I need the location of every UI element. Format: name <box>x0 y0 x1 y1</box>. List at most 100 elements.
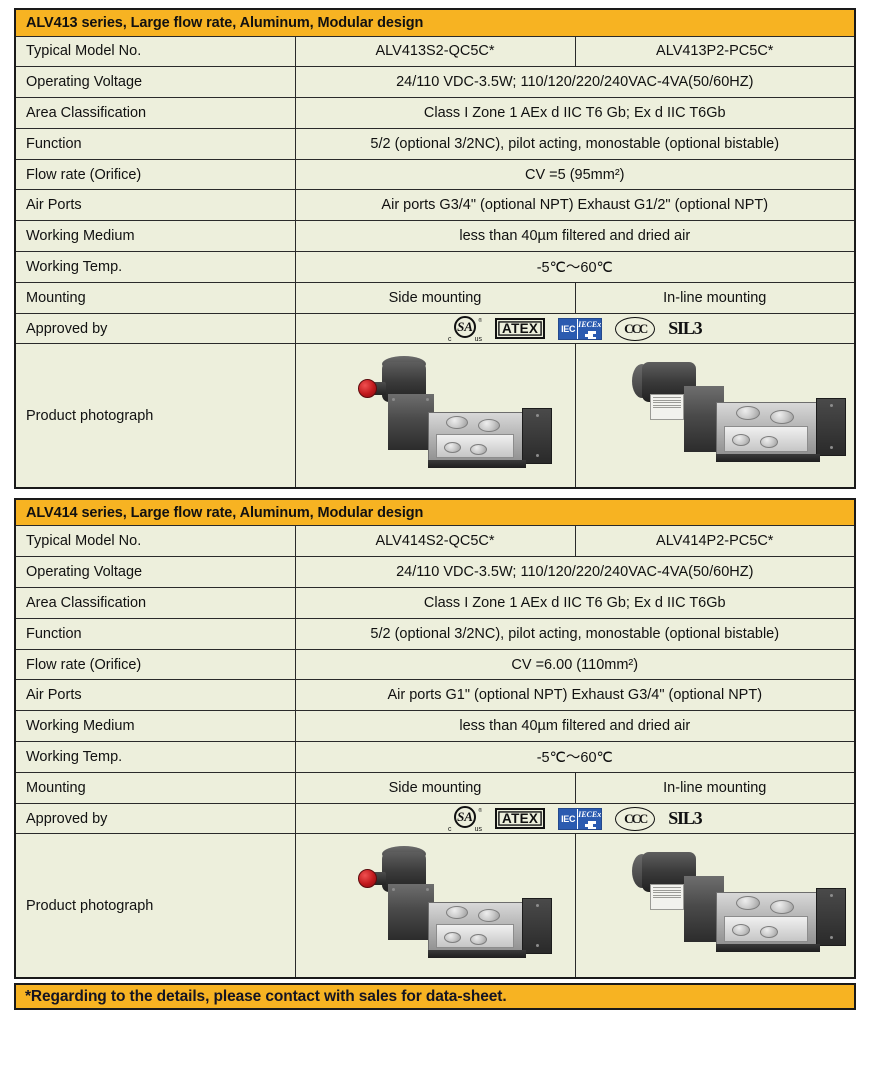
valve-port <box>477 909 500 923</box>
approvals-cell: SA ® c us ATEX IEC IECEx CCC SIL3 <box>294 312 856 345</box>
row-value-left: ALV413S2-QC5C* <box>294 35 576 68</box>
row-label: Flow rate (Orifice) <box>14 158 296 191</box>
spec-tables-container: ALV413 series, Large flow rate, Aluminum… <box>14 8 856 979</box>
row-label: Mounting <box>14 771 296 804</box>
row-label: Air Ports <box>14 189 296 222</box>
ccc-oval <box>615 806 656 831</box>
valve-screw <box>829 894 833 898</box>
row-label: Mounting <box>14 281 296 314</box>
csa-us-mark: us <box>474 825 483 833</box>
valve-lower-port <box>469 934 487 946</box>
row-value: -5℃～60℃ <box>294 741 856 773</box>
series-title: ALV414 series, Large flow rate, Aluminum… <box>14 498 856 527</box>
iecex-right-panel: IECEx <box>578 319 601 339</box>
valve-name-plate <box>649 394 684 421</box>
valve-lower-port <box>443 932 461 944</box>
sil3-logo: SIL3 <box>668 808 702 829</box>
csa-logo: SA ® c us <box>448 805 483 833</box>
valve-screw <box>425 888 429 892</box>
row-value-right: ALV413P2-PC5C* <box>574 35 856 68</box>
row-label: Approved by <box>14 312 296 345</box>
row-label: Product photograph <box>14 833 296 979</box>
row-value: less than 40µm filtered and dried air <box>294 710 856 743</box>
valve-lower-port <box>443 442 461 454</box>
row-value: CV =6.00 (110mm²) <box>294 648 856 681</box>
valve-screw <box>829 404 833 408</box>
row-value: Class I Zone 1 AEx d IIC T6 Gb; Ex d IIC… <box>294 97 856 129</box>
product-photo-cell-right <box>574 343 856 489</box>
solenoid-valve-side-mount <box>354 846 564 966</box>
solenoid-valve-in-line-mount <box>628 850 848 966</box>
series-header-row: ALV413 series, Large flow rate, Aluminum… <box>14 8 856 37</box>
valve-pilot-body <box>387 884 434 941</box>
csa-ring <box>454 315 477 338</box>
iecex-left-panel: IEC <box>559 808 579 829</box>
valve-screw <box>391 888 395 892</box>
valve-lower-port <box>731 924 750 937</box>
product-photo-side-mounting <box>306 834 565 977</box>
solenoid-valve-in-line-mount <box>628 360 848 476</box>
row-label: Flow rate (Orifice) <box>14 648 296 681</box>
ccc-logo-text: CCC <box>624 810 648 826</box>
row-value-right: ALV414P2-PC5C* <box>574 525 856 558</box>
row-value-right: In-line mounting <box>574 771 856 804</box>
valve-end-cap <box>815 398 846 457</box>
product-photo-cell-left <box>294 343 576 489</box>
csa-sa-text: SA <box>457 318 473 334</box>
table-row: Approved by SA ® c us ATEX IEC IECEx CCC… <box>14 802 856 835</box>
ccc-oval <box>615 316 656 341</box>
atex-logo: ATEX <box>495 318 546 340</box>
valve-screw <box>535 944 539 948</box>
table-row: Approved by SA ® c us ATEX IEC IECEx CCC… <box>14 312 856 345</box>
row-label: Operating Voltage <box>14 556 296 589</box>
row-value: CV =5 (95mm²) <box>294 158 856 191</box>
table-row: Flow rate (Orifice)CV =6.00 (110mm²) <box>14 648 856 681</box>
valve-red-button <box>357 869 377 889</box>
row-label: Function <box>14 127 296 160</box>
iecex-logo: IEC IECEx <box>558 807 603 830</box>
valve-base-plate <box>427 460 526 469</box>
row-value: -5℃～60℃ <box>294 251 856 283</box>
row-label: Area Classification <box>14 587 296 619</box>
certification-logos: SA ® c us ATEX IEC IECEx CCC SIL3 <box>306 804 845 834</box>
csa-registered-mark: ® <box>478 317 483 324</box>
valve-port <box>445 906 468 920</box>
row-value: less than 40µm filtered and dried air <box>294 220 856 253</box>
row-label: Typical Model No. <box>14 525 296 558</box>
ccc-logo: CCC <box>615 806 656 831</box>
iecex-right-panel: IECEx <box>578 809 601 829</box>
valve-base-plate <box>715 454 820 463</box>
row-label: Working Medium <box>14 710 296 743</box>
valve-screw <box>535 414 539 418</box>
csa-sa-text: SA <box>457 808 473 824</box>
row-label: Area Classification <box>14 97 296 129</box>
solenoid-valve-side-mount <box>354 356 564 476</box>
row-label: Product photograph <box>14 343 296 489</box>
atex-logo-text: ATEX <box>502 811 539 827</box>
row-label: Working Medium <box>14 220 296 253</box>
approvals-cell: SA ® c us ATEX IEC IECEx CCC SIL3 <box>294 802 856 835</box>
row-value-left: Side mounting <box>294 771 576 804</box>
row-value: 24/110 VDC-3.5W; 110/120/220/240VAC-4VA(… <box>294 556 856 589</box>
product-photo-cell-right <box>574 833 856 979</box>
ccc-logo-text: CCC <box>624 320 648 336</box>
valve-port <box>769 410 794 425</box>
series-header-row: ALV414 series, Large flow rate, Aluminum… <box>14 498 856 527</box>
row-label: Working Temp. <box>14 251 296 283</box>
row-value: Air ports G3/4" (optional NPT) Exhaust G… <box>294 189 856 222</box>
csa-ring <box>454 805 477 828</box>
csa-logo: SA ® c us <box>448 315 483 343</box>
row-value-left: Side mounting <box>294 281 576 314</box>
table-row: Typical Model No.ALV414S2-QC5C*ALV414P2-… <box>14 525 856 558</box>
valve-red-button <box>357 379 377 399</box>
valve-screw <box>535 454 539 458</box>
